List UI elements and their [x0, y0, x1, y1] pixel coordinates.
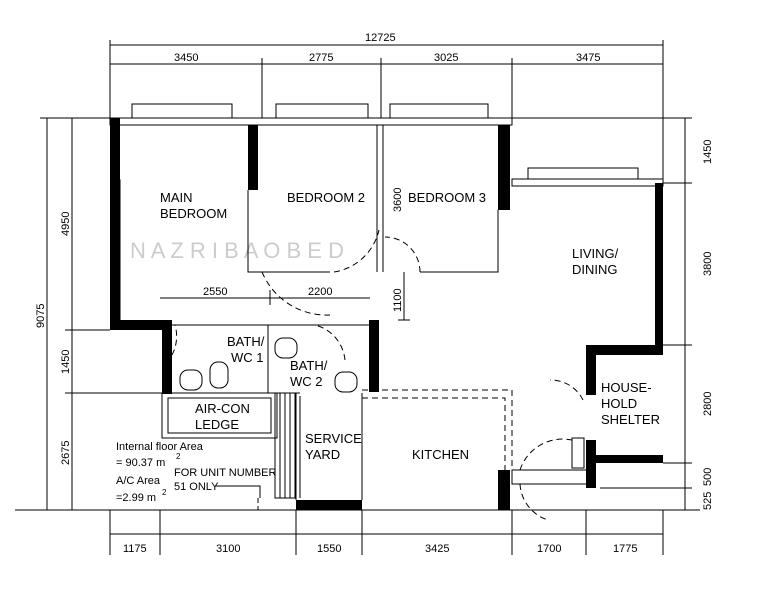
bath-dimensions: 2550 2200 1100 3600 — [160, 188, 410, 321]
top-dimensions: 12725 3450 2775 3025 3475 — [109, 32, 664, 183]
area-notes: Internal floor Area = 90.37 m 2 A/C Area… — [116, 441, 277, 504]
dim-right-2: 3800 — [702, 252, 714, 276]
room-main-bedroom-2: BEDROOM — [160, 206, 227, 221]
watermark: N A Z R I B A O B E D — [130, 238, 344, 263]
unit-note-1: FOR UNIT NUMBER — [174, 467, 277, 479]
room-bedroom2: BEDROOM 2 — [287, 190, 365, 205]
thin-walls — [109, 103, 664, 511]
dim-top-3: 3025 — [434, 52, 458, 64]
room-service-2: YARD — [305, 447, 340, 462]
room-bath1-1: BATH/ — [227, 334, 265, 349]
dim-bath-1: 2550 — [203, 286, 227, 298]
bottom-dimensions: 1175 3100 1550 3425 1700 1775 — [15, 509, 700, 555]
room-shelter-1: HOUSE- — [601, 380, 652, 395]
dim-top-1: 3450 — [174, 52, 198, 64]
room-kitchen: KITCHEN — [412, 447, 469, 462]
dim-bottom-4: 3425 — [425, 543, 449, 555]
dim-bottom-1: 1175 — [123, 543, 147, 555]
door-swings — [171, 229, 584, 521]
dim-bath-2: 2200 — [308, 286, 332, 298]
dim-left-3: 2675 — [60, 441, 72, 465]
dim-door-offset: 1100 — [392, 288, 404, 312]
right-dimensions: 1450 3800 2800 500 525 — [512, 117, 714, 510]
room-labels: MAIN BEDROOM BEDROOM 2 BEDROOM 3 LIVING/… — [160, 190, 660, 462]
dim-bedroom3-depth: 3600 — [392, 188, 404, 212]
internal-area-value: = 90.37 m — [116, 457, 165, 469]
room-living-2: DINING — [572, 262, 618, 277]
room-shelter-3: SHELTER — [601, 412, 660, 427]
room-bedroom3: BEDROOM 3 — [408, 190, 486, 205]
dim-bottom-5: 1700 — [537, 543, 561, 555]
dim-right-1: 1450 — [702, 140, 714, 164]
dim-left-overall: 9075 — [35, 304, 47, 328]
room-aircon-1: AIR-CON — [195, 401, 250, 416]
room-shelter-2: HOLD — [601, 396, 637, 411]
unit-note-2: 51 ONLY — [174, 481, 219, 493]
dim-bottom-3: 1550 — [317, 543, 341, 555]
room-main-bedroom-1: MAIN — [160, 190, 193, 205]
dim-left-2: 1450 — [60, 350, 72, 374]
dim-bottom-6: 1775 — [613, 543, 637, 555]
dim-right-5: 525 — [702, 492, 714, 510]
dim-overall-width: 12725 — [365, 32, 396, 44]
room-aircon-2: LEDGE — [195, 417, 239, 432]
room-bath1-2: WC 1 — [231, 350, 264, 365]
walls — [110, 118, 663, 510]
room-service-1: SERVICE — [305, 431, 362, 446]
internal-area-label: Internal floor Area — [116, 441, 204, 453]
ac-area-value: =2.99 m — [116, 492, 156, 504]
ac-area-sup: 2 — [162, 488, 167, 497]
dim-top-2: 2775 — [309, 52, 333, 64]
internal-area-sup: 2 — [176, 452, 181, 461]
dim-bottom-2: 3100 — [216, 543, 240, 555]
unit-note-leader — [215, 485, 261, 498]
dim-right-3: 2800 — [702, 392, 714, 416]
dim-right-4: 500 — [702, 468, 714, 486]
room-bath2-2: WC 2 — [290, 374, 323, 389]
room-living-1: LIVING/ — [572, 246, 619, 261]
ac-area-label: A/C Area — [116, 475, 161, 487]
dim-top-4: 3475 — [576, 52, 600, 64]
room-bath2-1: BATH/ — [290, 358, 328, 373]
dim-left-1: 4950 — [60, 212, 72, 236]
left-dimensions: 9075 4950 1450 2675 — [35, 117, 300, 510]
